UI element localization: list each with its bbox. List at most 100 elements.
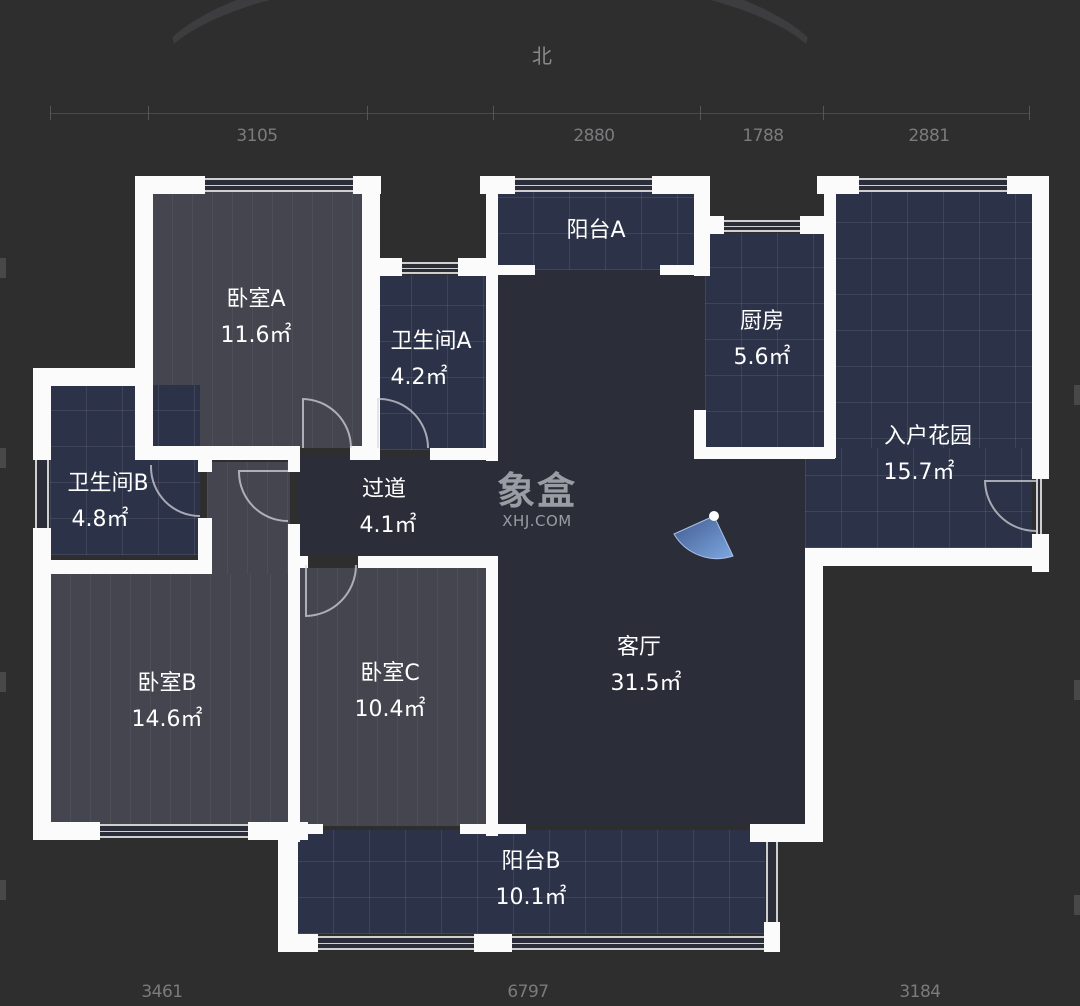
entry-garden-floor (835, 192, 1032, 475)
window (318, 936, 474, 950)
room-area: 5.6㎡ (733, 345, 791, 371)
room-label-hallway: 过道 4.1㎡ (360, 477, 417, 538)
ruler-tick (148, 106, 149, 120)
room-label-bedroom-c: 卧室C 10.4㎡ (354, 661, 426, 723)
watermark-logo: 象盒 XHJ.COM (497, 472, 577, 530)
room-label-balcony-a: 阳台A (566, 218, 626, 243)
view-direction-cone-icon[interactable] (670, 508, 740, 568)
wall (362, 176, 380, 456)
room-area: 10.1㎡ (495, 885, 567, 911)
ruler-tick (700, 106, 701, 120)
window (100, 824, 248, 838)
room-area: 31.5㎡ (610, 671, 682, 697)
wall (278, 934, 318, 952)
wall (33, 528, 51, 840)
wall (33, 560, 212, 574)
room-name: 阳台B (501, 849, 561, 874)
entry-doorway (1036, 479, 1042, 534)
wall (694, 216, 724, 234)
room-label-bathroom-a: 卫生间A 4.2㎡ (390, 329, 471, 390)
wall (33, 368, 51, 460)
wall (460, 824, 526, 834)
watermark-brand: 象盒 (497, 469, 578, 513)
window (35, 460, 49, 528)
room-name: 卧室A (226, 287, 286, 312)
bottom-dimension-1: 3461 (141, 982, 183, 1002)
wall (288, 524, 300, 842)
wall (805, 548, 1049, 566)
window (512, 936, 764, 950)
wall (497, 265, 535, 275)
room-label-bedroom-b: 卧室B 14.6㎡ (131, 671, 203, 733)
top-dimension-4: 2881 (908, 126, 950, 146)
room-name: 卫生间B (67, 471, 149, 496)
window (724, 220, 800, 232)
wall (805, 548, 823, 842)
wall (288, 556, 308, 568)
right-edge-dimension-mark (1074, 680, 1080, 700)
wall (1032, 176, 1049, 479)
room-label-balcony-b: 阳台B 10.1㎡ (495, 849, 567, 911)
room-area: 4.8㎡ (71, 507, 129, 533)
top-dimension-1: 3105 (236, 126, 278, 146)
wall (480, 176, 515, 194)
room-name: 厨房 (739, 309, 784, 334)
wall (135, 446, 300, 460)
top-dimension-ruler (50, 113, 1030, 114)
top-dimension-2: 2880 (573, 126, 615, 146)
room-name: 卧室B (137, 671, 197, 696)
wall (430, 448, 498, 460)
wall (694, 447, 835, 459)
wall (288, 456, 300, 472)
wall (198, 456, 212, 472)
wall (350, 446, 380, 460)
left-edge-dimension-mark (0, 880, 6, 900)
room-area: 11.6㎡ (220, 323, 292, 349)
left-edge-dimension-mark (0, 672, 6, 692)
room-name: 阳台A (566, 218, 626, 243)
balcony-a-floor (497, 192, 694, 270)
top-dimension-3: 1788 (742, 126, 784, 146)
window (766, 842, 778, 922)
wall (33, 822, 100, 840)
north-label: 北 (532, 44, 552, 68)
right-edge-dimension-mark (1074, 895, 1080, 915)
room-label-living-room: 客厅 31.5㎡ (610, 635, 682, 697)
bottom-dimension-3: 3184 (899, 982, 941, 1002)
ruler-tick (493, 106, 494, 120)
room-area: 15.7㎡ (883, 460, 955, 486)
room-label-kitchen: 厨房 5.6㎡ (733, 309, 791, 371)
wall (486, 176, 498, 461)
room-label-entry-garden: 入户花园 15.7㎡ (883, 424, 973, 485)
wall (694, 410, 706, 458)
room-area: 10.4㎡ (354, 697, 426, 723)
window (205, 178, 353, 192)
room-name: 卧室C (360, 661, 420, 686)
bottom-dimension-2: 6797 (507, 982, 549, 1002)
wall (474, 934, 512, 952)
left-edge-dimension-mark (0, 258, 6, 278)
room-area: 4.2㎡ (390, 365, 448, 391)
room-area: 14.6㎡ (131, 707, 203, 733)
compass-arc (150, 0, 830, 200)
ruler-tick (50, 106, 51, 120)
room-label-bedroom-a: 卧室A 11.6㎡ (220, 287, 292, 349)
wall (764, 922, 780, 952)
window (859, 178, 1007, 192)
ruler-tick (1029, 106, 1030, 120)
entry-garden-floor-lower (805, 448, 1032, 548)
balcony-b-floor (297, 830, 765, 934)
wall (362, 258, 402, 276)
wall (135, 176, 153, 456)
wall (750, 824, 823, 842)
window (515, 178, 652, 192)
room-name: 入户花园 (883, 424, 973, 449)
wall (817, 176, 859, 194)
wall (824, 192, 836, 458)
wall (358, 556, 498, 568)
room-label-bathroom-b: 卫生间B 4.8㎡ (67, 471, 149, 532)
ruler-tick (823, 106, 824, 120)
hallway-floor (297, 455, 497, 555)
ruler-tick (367, 106, 368, 120)
wall (33, 368, 153, 386)
